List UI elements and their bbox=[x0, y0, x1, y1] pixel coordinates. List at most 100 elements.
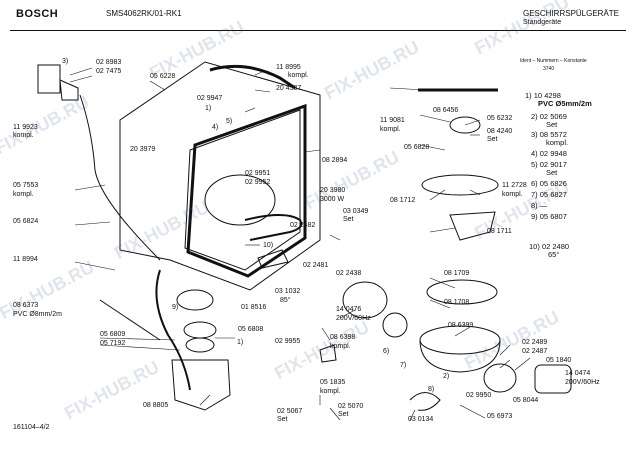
valve-block bbox=[37, 64, 61, 94]
part-ref: 4) bbox=[212, 124, 219, 131]
part-number: 11 9081 bbox=[380, 117, 405, 124]
model-number: SMS4062RK/01-RK1 bbox=[106, 9, 182, 18]
legend-extra: PVC Ø5mm/2m bbox=[538, 99, 592, 108]
part-ref: 3) bbox=[62, 58, 69, 65]
sump-ring bbox=[183, 321, 217, 339]
part-ref: 10) bbox=[263, 242, 274, 249]
sump-body bbox=[171, 359, 231, 411]
part-number-suffix: kompl. bbox=[288, 72, 309, 79]
part-number: 11 2728 bbox=[502, 182, 527, 189]
part-number: 08 1709 bbox=[444, 270, 470, 277]
part-number: 05 6808 bbox=[238, 326, 264, 333]
legend-extra: 65° bbox=[548, 250, 560, 259]
part-number: 05 6232 bbox=[487, 115, 513, 122]
ident-label: Ident – Nummern – Konstante bbox=[520, 58, 587, 64]
part-number: 02 2482 bbox=[290, 222, 316, 229]
part-number: 08 6456 bbox=[433, 107, 459, 114]
part-number: 02 2438 bbox=[336, 270, 362, 277]
part-ref: 9) bbox=[172, 304, 179, 311]
filter-ring-top bbox=[426, 279, 498, 305]
part-number: 08 4240 bbox=[487, 128, 513, 135]
brand-logo-text: BOSCH bbox=[16, 8, 59, 20]
part-number: 11 8995 bbox=[276, 64, 301, 71]
part-ref: 6) bbox=[383, 348, 390, 355]
part-number: 05 8044 bbox=[513, 397, 539, 404]
part-number-suffix: kompl. bbox=[380, 126, 401, 133]
part-number: 20 3979 bbox=[130, 146, 156, 153]
legend-code: 05 6807 bbox=[539, 212, 567, 221]
legend-code: — bbox=[539, 201, 548, 210]
legend-extra: Set bbox=[546, 168, 558, 177]
part-number: 05 6809 bbox=[100, 331, 126, 338]
legend-code: 05 6826 bbox=[539, 179, 567, 188]
filter-ring-mid bbox=[419, 325, 501, 355]
part-number: 11 8994 bbox=[13, 256, 38, 263]
legend-num: 3) bbox=[531, 130, 538, 139]
part-number: 02 9955 bbox=[275, 338, 301, 345]
hose-left bbox=[79, 94, 161, 261]
part-number: 05 6228 bbox=[150, 73, 176, 80]
legend-code: 08 5572 bbox=[539, 130, 567, 139]
part-number: 08 1712 bbox=[390, 197, 416, 204]
part-number-suffix: 200V/60Hz bbox=[565, 379, 600, 386]
part-number: 03 1032 bbox=[275, 288, 301, 295]
legend-code: 05 6827 bbox=[539, 190, 567, 199]
part-number: 02 2489 bbox=[522, 339, 548, 346]
part-number: 05 7192 bbox=[100, 340, 126, 347]
ident-code: 3740 bbox=[543, 66, 555, 72]
legend-code: 02 5069 bbox=[539, 112, 567, 121]
part-number-suffix: 3000 W bbox=[320, 196, 345, 203]
part-number: 02 8983 bbox=[96, 59, 122, 66]
document-code: 161104–4/2 bbox=[13, 424, 50, 431]
part-number-suffix: kompl. bbox=[502, 191, 523, 198]
part-ref: 1) bbox=[237, 339, 244, 346]
drain-pump bbox=[483, 363, 517, 393]
valve-connector bbox=[59, 79, 79, 101]
part-number-suffix: 200V/60Hz bbox=[336, 315, 371, 322]
part-number: 02 9952 bbox=[245, 179, 271, 186]
legend-num: 6) bbox=[531, 179, 538, 188]
legend-num: 2) bbox=[531, 112, 538, 121]
part-number: 01 8516 bbox=[241, 304, 267, 311]
part-number: 08 6373 bbox=[13, 302, 39, 309]
legend-num: 1) bbox=[525, 91, 532, 100]
pump-impeller bbox=[382, 312, 408, 338]
part-number: 14 0476 bbox=[336, 306, 362, 313]
part-number: 02 5070 bbox=[338, 403, 364, 410]
thermostat bbox=[319, 344, 337, 363]
part-number-suffix: kompl. bbox=[13, 132, 34, 139]
page-subtitle: Standgeräte bbox=[523, 19, 562, 26]
sump-ring2 bbox=[185, 337, 215, 353]
pump-motor bbox=[342, 281, 388, 319]
tub-inner bbox=[184, 109, 301, 271]
part-number: 05 7553 bbox=[13, 182, 39, 189]
filter-housing bbox=[419, 339, 501, 373]
part-number: 05 6824 bbox=[13, 218, 39, 225]
legend-code: 10 4298 bbox=[533, 91, 561, 100]
spray-arm-lower bbox=[421, 174, 499, 196]
drain-pump-motor bbox=[534, 364, 572, 394]
sump-filter bbox=[176, 289, 214, 311]
part-ref: 7) bbox=[400, 362, 407, 369]
legend-num: 8) bbox=[531, 201, 538, 210]
part-number: 14 0474 bbox=[565, 370, 591, 377]
hose-pvc bbox=[99, 299, 161, 341]
part-number-suffix: Set bbox=[343, 216, 354, 223]
part-number-suffix: Set bbox=[338, 411, 349, 418]
part-number-suffix: kompl. bbox=[320, 388, 341, 395]
part-number: 02 9950 bbox=[466, 392, 492, 399]
part-ref: 2) bbox=[443, 373, 450, 380]
drain-hose bbox=[155, 269, 191, 391]
spray-pipe-top bbox=[209, 64, 296, 90]
spray-arm-duct bbox=[449, 211, 496, 241]
part-number-suffix: PVC Ø8mm/2m bbox=[13, 311, 63, 318]
part-number: 05 6973 bbox=[487, 413, 513, 420]
part-number: 03 0349 bbox=[343, 208, 369, 215]
part-number: 20 4587 bbox=[276, 85, 302, 92]
float-switch bbox=[257, 249, 289, 269]
part-number: 08 6399 bbox=[448, 322, 474, 329]
part-number-suffix: Set bbox=[277, 416, 288, 423]
legend-code: 02 9017 bbox=[539, 160, 567, 169]
part-ref: 1) bbox=[205, 105, 212, 112]
